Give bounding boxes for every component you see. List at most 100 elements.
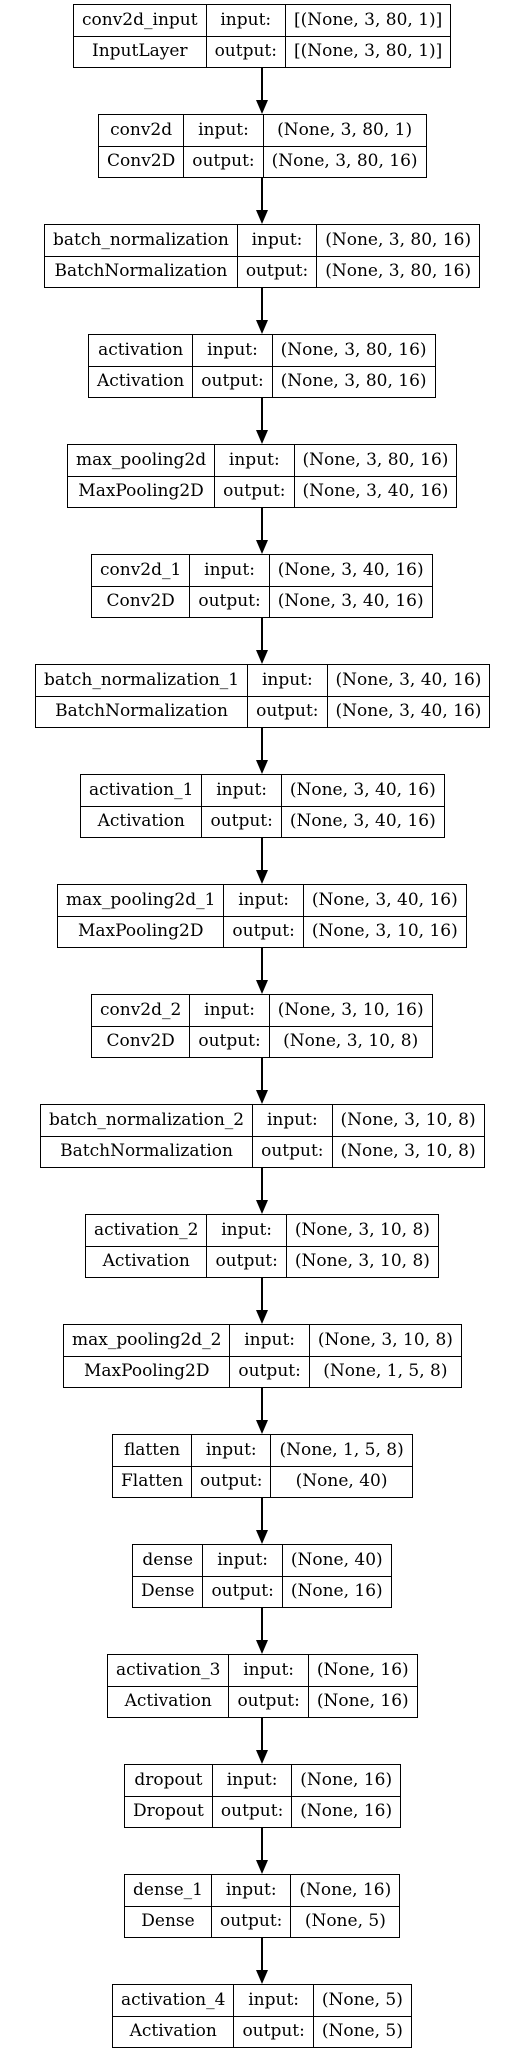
output-shape: (None, 3, 10, 8) [340, 1141, 476, 1162]
layer-name: max_pooling2d_2 [64, 1325, 230, 1357]
layer-type: Dense [141, 1911, 195, 1932]
arrow-down-icon [256, 210, 268, 224]
input-shape: (None, 3, 40, 16) [269, 555, 432, 587]
connector-line [261, 398, 263, 431]
shape-column: (None, 16)(None, 5) [291, 1875, 400, 1937]
input-label: input: [234, 1985, 313, 2017]
layer-type: Conv2D [107, 151, 176, 172]
layer-name: activation_3 [108, 1655, 229, 1687]
input-shape: (None, 3, 40, 16) [281, 775, 444, 807]
arrow-down-icon [256, 760, 268, 774]
input-label: input: [212, 1765, 292, 1797]
layer-type: MaxPooling2D [78, 481, 204, 502]
shape-column: (None, 3, 80, 16)(None, 3, 40, 16) [294, 445, 457, 507]
input-label: input: [193, 335, 272, 367]
layer-name: conv2d_1 [92, 555, 190, 587]
layer-type: Activation [124, 1691, 212, 1712]
output-label: output: [232, 921, 295, 942]
input-label: input: [224, 885, 303, 917]
input-label: input: [207, 1215, 286, 1247]
input-label: input: [229, 1655, 308, 1687]
input-shape: (None, 16) [292, 1765, 401, 1797]
connector-line [261, 288, 263, 321]
connector-line [261, 1828, 263, 1861]
layer-name: dropout [125, 1765, 212, 1797]
arrow-down-icon [256, 980, 268, 994]
output-shape: (None, 3, 80, 16) [271, 151, 418, 172]
layer-name: activation [89, 335, 193, 367]
layer-name: activation_1 [81, 775, 202, 807]
shape-column: (None, 3, 80, 16)(None, 3, 80, 16) [272, 335, 435, 397]
arrow-down-icon [256, 1970, 268, 1984]
layer-name: batch_normalization_1 [36, 665, 248, 697]
connector-line [261, 1058, 263, 1091]
output-label: output: [211, 1581, 274, 1602]
io-label-column: input:output: [184, 115, 264, 177]
arrow-down-icon [256, 1090, 268, 1104]
arrow-down-icon [256, 1200, 268, 1214]
layer-type: Dense [141, 1581, 195, 1602]
arrow-down-icon [256, 100, 268, 114]
output-shape: (None, 5) [304, 1911, 386, 1932]
connector-line [261, 178, 263, 211]
arrow-down-icon [256, 1310, 268, 1324]
output-label: output: [200, 1471, 263, 1492]
output-shape: (None, 3, 80, 16) [325, 261, 472, 282]
input-label: input: [184, 115, 263, 147]
connector-line [261, 68, 263, 101]
input-label: input: [192, 1435, 271, 1467]
io-label-column: input:output: [229, 1655, 309, 1717]
connector-line [261, 508, 263, 541]
shape-column: (None, 3, 80, 16)(None, 3, 80, 16) [317, 225, 480, 287]
connector-line [261, 1718, 263, 1751]
connector-line [261, 728, 263, 761]
connector-line [261, 618, 263, 651]
input-shape: (None, 3, 80, 16) [272, 335, 435, 367]
shape-column: (None, 3, 80, 1)(None, 3, 80, 16) [263, 115, 426, 177]
io-label-column: input:output: [230, 1325, 310, 1387]
output-shape: (None, 1, 5, 8) [323, 1361, 448, 1382]
output-label: output: [210, 811, 273, 832]
output-label: output: [220, 1801, 284, 1822]
output-shape: (None, 3, 40, 16) [277, 591, 424, 612]
input-label: input: [248, 665, 327, 697]
layer-name: activation_4 [113, 1985, 234, 2017]
shape-column: (None, 16)(None, 16) [292, 1765, 401, 1827]
arrow-down-icon [256, 1530, 268, 1544]
output-shape: (None, 3, 10, 8) [283, 1031, 419, 1052]
connector-line [261, 1938, 263, 1971]
arrow-down-icon [256, 1640, 268, 1654]
input-shape: (None, 3, 10, 8) [332, 1105, 484, 1137]
input-shape: (None, 5) [313, 1985, 411, 2017]
io-label-column: input:output: [206, 5, 286, 67]
arrow-down-icon [256, 430, 268, 444]
io-label-column: input:output: [253, 1105, 333, 1167]
input-shape: (None, 3, 80, 16) [294, 445, 457, 477]
shape-column: [(None, 3, 80, 1)][(None, 3, 80, 1)] [285, 5, 451, 67]
output-label: output: [215, 1251, 278, 1272]
layer-name: activation_2 [86, 1215, 207, 1247]
